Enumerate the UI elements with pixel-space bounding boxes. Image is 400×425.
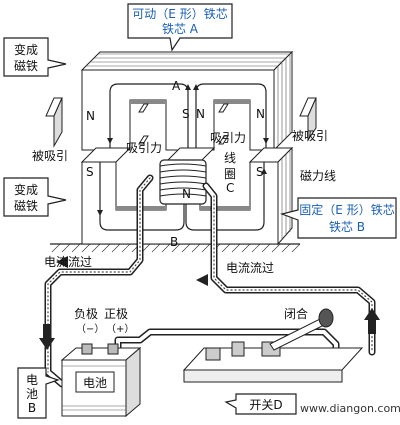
pole-s-right-bottom: S <box>256 165 264 179</box>
coil-c <box>159 159 207 205</box>
pole-s-center-top: S <box>182 107 190 121</box>
pole-s-left-lower: S <box>86 165 94 179</box>
flux-lines-label: 磁力线 <box>300 168 336 183</box>
become-magnet-bottom-2: 磁铁 <box>14 198 38 213</box>
attracted-right-label: 被吸引 <box>292 129 328 143</box>
attraction-left-label: 吸引力 <box>126 141 162 155</box>
positive-sign: （+） <box>106 323 134 335</box>
current-right-label: 电流流过 <box>226 261 274 275</box>
flux-lines-top <box>107 83 269 150</box>
current-left-label: 电流流过 <box>44 255 92 269</box>
coil-label-3: C <box>226 181 234 195</box>
coil-label-2: 圈 <box>224 167 236 181</box>
watermark: www.diangon.com <box>300 402 400 415</box>
coil-label-1: 线 <box>224 151 236 165</box>
attraction-right-label: 吸引力 <box>210 131 246 145</box>
current-arrows <box>39 256 380 350</box>
become-magnet-bottom-1: 变成 <box>14 182 38 197</box>
attracted-left-label: 被吸引 <box>32 149 68 163</box>
attracted-plates <box>45 97 317 148</box>
switch-d <box>182 308 364 383</box>
battery-side-1: 电 <box>26 373 38 387</box>
become-magnet-top-2: 磁铁 <box>14 58 38 73</box>
closed-label: 闭合 <box>284 306 308 321</box>
pole-n-right-top: N <box>256 107 265 121</box>
movable-core-subtitle: 铁芯 A <box>162 22 199 36</box>
pole-n-center-bottom: N <box>182 187 191 201</box>
negative-label: 负极 <box>74 307 98 321</box>
pole-n-center-top: N <box>196 107 205 121</box>
callouts <box>3 3 397 419</box>
switch-label: 开关D <box>249 398 282 412</box>
point-b-label: B <box>170 235 178 249</box>
movable-core-title: 可动（E 形）铁芯 <box>132 7 227 21</box>
fixed-core-subtitle: 铁芯 B <box>329 220 365 234</box>
become-magnet-top-1: 变成 <box>14 42 38 57</box>
fixed-core-title: 固定（E 形）铁芯 <box>299 202 394 217</box>
movable-core-a <box>80 50 294 152</box>
battery-side-3: B <box>28 401 36 415</box>
battery-side-2: 池 <box>26 387 38 401</box>
pole-n-left-top: N <box>86 109 95 123</box>
positive-label: 正极 <box>104 307 128 321</box>
battery-text: 电池 <box>83 376 107 390</box>
point-a-label: A <box>172 79 181 93</box>
negative-sign: （−） <box>76 323 104 335</box>
battery <box>60 343 142 418</box>
